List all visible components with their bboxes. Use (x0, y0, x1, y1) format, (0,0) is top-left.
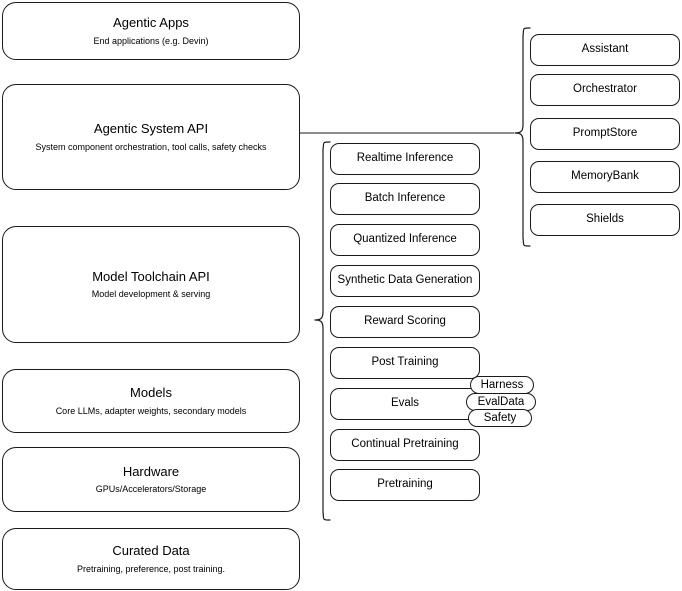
layer-subtitle: End applications (e.g. Devin) (93, 35, 209, 46)
layer-title: Models (130, 385, 172, 401)
capability-label: Quantized Inference (353, 233, 457, 246)
layer-subtitle: Model development & serving (91, 289, 211, 300)
capability-label: Realtime Inference (356, 152, 454, 165)
layer-model-toolchain-api[interactable]: Model Toolchain API Model development & … (2, 226, 300, 343)
layer-models[interactable]: Models Core LLMs, adapter weights, secon… (2, 369, 300, 433)
layer-subtitle: Core LLMs, adapter weights, secondary mo… (55, 405, 247, 416)
capability-label: Evals (390, 397, 420, 410)
badge-label: EvalData (477, 396, 525, 408)
capability-quantized-inference[interactable]: Quantized Inference (330, 224, 480, 256)
layer-title: Model Toolchain API (92, 268, 210, 284)
component-assistant[interactable]: Assistant (530, 34, 680, 66)
badge-label: Safety (483, 412, 517, 424)
capability-reward-scoring[interactable]: Reward Scoring (330, 306, 480, 338)
layer-title: Agentic System API (93, 121, 209, 137)
layer-agentic-apps[interactable]: Agentic Apps End applications (e.g. Devi… (2, 2, 300, 60)
layer-subtitle: System component orchestration, tool cal… (35, 141, 267, 152)
component-shields[interactable]: Shields (530, 204, 680, 236)
layer-hardware[interactable]: Hardware GPUs/Accelerators/Storage (2, 447, 300, 512)
layer-agentic-system-api[interactable]: Agentic System API System component orch… (2, 84, 300, 190)
component-label: MemoryBank (571, 170, 639, 183)
capability-label: Batch Inference (364, 192, 446, 205)
capability-synthetic-data-generation[interactable]: Synthetic Data Generation (330, 265, 480, 297)
capability-post-training[interactable]: Post Training (330, 347, 480, 379)
capability-label: Pretraining (377, 478, 433, 491)
component-label: Assistant (581, 43, 629, 56)
badge-label: Harness (480, 379, 524, 391)
layer-curated-data[interactable]: Curated Data Pretraining, preference, po… (2, 528, 300, 590)
capability-continual-pretraining[interactable]: Continual Pretraining (330, 429, 480, 461)
capability-label: Continual Pretraining (351, 438, 459, 451)
layer-title: Curated Data (112, 543, 190, 559)
component-label: Shields (586, 213, 624, 226)
layer-subtitle: GPUs/Accelerators/Storage (95, 484, 207, 495)
capability-pretraining[interactable]: Pretraining (330, 469, 480, 501)
capability-label: Reward Scoring (364, 315, 446, 328)
connector-agentic-system-api-to-components (300, 126, 516, 140)
capability-evals[interactable]: Evals (330, 388, 480, 420)
capability-batch-inference[interactable]: Batch Inference (330, 183, 480, 215)
component-orchestrator[interactable]: Orchestrator (530, 74, 680, 106)
component-promptstore[interactable]: PromptStore (530, 118, 680, 150)
capability-label: Synthetic Data Generation (337, 274, 473, 287)
layer-subtitle: Pretraining, preference, post training. (76, 563, 226, 574)
component-label: Orchestrator (573, 83, 637, 96)
layer-title: Hardware (122, 463, 180, 479)
component-label: PromptStore (572, 127, 638, 140)
capability-label: Post Training (371, 356, 439, 369)
layer-title: Agentic Apps (113, 15, 189, 31)
brace-model-toolchain-capabilities (312, 140, 332, 522)
brace-agentic-system-components (512, 26, 532, 248)
component-memorybank[interactable]: MemoryBank (530, 161, 680, 193)
badge-harness[interactable]: Harness (470, 376, 534, 394)
badge-safety[interactable]: Safety (468, 409, 532, 427)
capability-realtime-inference[interactable]: Realtime Inference (330, 143, 480, 175)
